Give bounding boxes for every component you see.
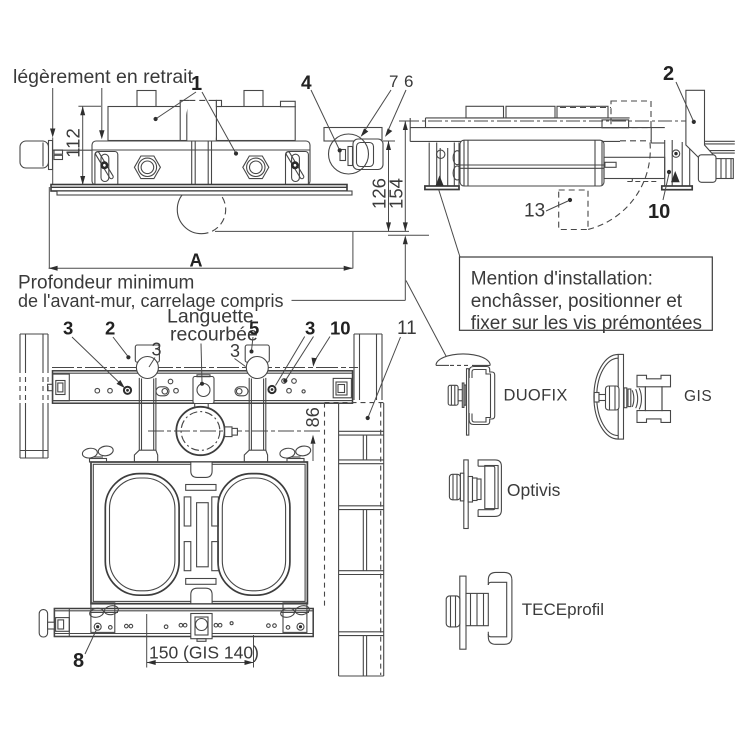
svg-text:3: 3 [230,341,240,361]
svg-text:1: 1 [191,73,202,95]
svg-text:10: 10 [330,318,351,339]
svg-text:8: 8 [73,650,84,672]
svg-text:2: 2 [663,63,674,85]
svg-text:Mention d'installation:: Mention d'installation: [471,269,653,290]
svg-text:154: 154 [386,178,407,209]
svg-text:recourbée: recourbée [170,324,258,346]
svg-text:4: 4 [301,73,312,94]
svg-text:fixer sur les vis prémontées: fixer sur les vis prémontées [471,313,702,334]
svg-text:Optivis: Optivis [507,480,561,500]
svg-text:3: 3 [63,318,73,339]
svg-text:2: 2 [105,318,115,339]
svg-text:3: 3 [305,318,315,339]
svg-text:légèrement en retrait: légèrement en retrait [13,66,194,88]
svg-text:7: 7 [389,72,398,91]
svg-text:150 (GIS 140): 150 (GIS 140) [149,643,259,663]
svg-text:5: 5 [249,318,259,339]
svg-text:3: 3 [152,340,162,360]
svg-text:A: A [190,251,203,271]
svg-text:enchâsser, positionner et: enchâsser, positionner et [471,291,683,312]
svg-text:13: 13 [524,201,545,222]
svg-text:Languette: Languette [167,306,254,328]
svg-text:112: 112 [63,128,84,158]
svg-text:11: 11 [397,318,417,339]
svg-text:10: 10 [648,201,670,223]
svg-text:126: 126 [369,178,390,209]
svg-text:GIS: GIS [684,388,712,405]
svg-text:6: 6 [404,72,413,91]
svg-text:86: 86 [303,407,323,427]
svg-text:de l'avant-mur, carrelage comp: de l'avant-mur, carrelage compris [18,291,284,311]
svg-text:DUOFIX: DUOFIX [504,387,568,405]
svg-text:Profondeur minimum: Profondeur minimum [18,273,194,294]
svg-text:TECEprofil: TECEprofil [522,600,604,619]
